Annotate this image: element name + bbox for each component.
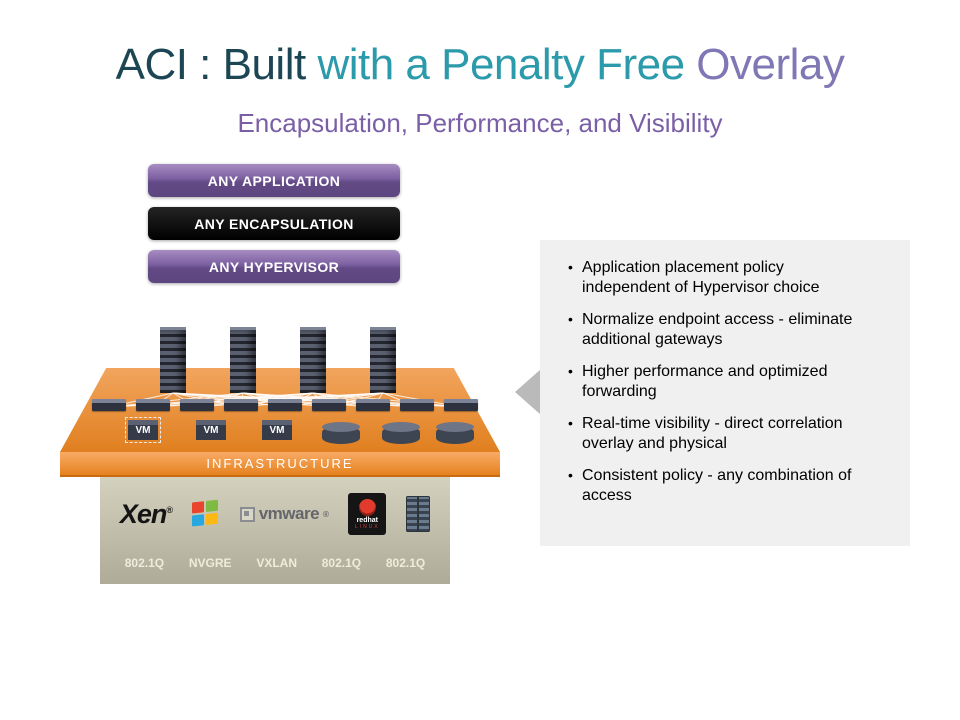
- list-item: Normalize endpoint access - eliminate ad…: [566, 310, 862, 351]
- protocol-label: VXLAN: [256, 556, 297, 570]
- page-title: ACI : Built with a Penalty Free Overlay: [0, 40, 960, 90]
- list-item: Application placement policy independent…: [566, 258, 862, 299]
- windows-logo: [191, 499, 220, 529]
- protocol-label: 802.1Q: [321, 556, 362, 570]
- protocol-label: 802.1Q: [124, 556, 165, 570]
- protocol-label: 802.1Q: [385, 556, 426, 570]
- leaf-switch-box: [224, 399, 258, 411]
- title-part-purple: Overlay: [696, 40, 845, 89]
- banner-any-application-label: ANY APPLICATION: [207, 172, 341, 189]
- leaf-switch-box: [92, 399, 126, 411]
- banner-any-application: ANY APPLICATION: [148, 164, 400, 197]
- storage-cylinder: [436, 422, 474, 444]
- storage-cylinder: [322, 422, 360, 444]
- leaf-switch-box: [444, 399, 478, 411]
- leaf-switch-box: [312, 399, 346, 411]
- xen-logo: Xen®: [119, 498, 173, 529]
- server-rack-tower: [160, 327, 186, 393]
- server-rack-tower: [370, 327, 396, 393]
- vm-box: VM: [125, 417, 161, 443]
- leaf-switch-box: [400, 399, 434, 411]
- benefits-list: Application placement policy independent…: [540, 240, 910, 536]
- banner-any-encapsulation-label: ANY ENCAPSULATION: [194, 215, 354, 232]
- list-item: Real-time visibility - direct correlatio…: [566, 414, 862, 455]
- server-rack-tower: [300, 327, 326, 393]
- vm-label: VM: [203, 424, 219, 436]
- benefits-panel: Application placement policy independent…: [540, 240, 910, 546]
- leaf-switch-box: [356, 399, 390, 411]
- vm-label: VM: [269, 424, 285, 436]
- infrastructure-label: INFRASTRUCTURE: [206, 456, 354, 471]
- title-part-teal: with a Penalty Free: [317, 40, 697, 89]
- vm-box: VM: [262, 420, 292, 440]
- leaf-switch-box: [180, 399, 214, 411]
- encapsulation-protocols-row: 802.1Q NVGRE VXLAN 802.1Q 802.1Q: [100, 556, 450, 570]
- infrastructure-band: INFRASTRUCTURE: [60, 452, 500, 477]
- banner-any-hypervisor: ANY HYPERVISOR: [148, 250, 400, 283]
- vm-box: VM: [196, 420, 226, 440]
- subtitle: Encapsulation, Performance, and Visibili…: [237, 108, 723, 138]
- server-rack-tower: [230, 327, 256, 393]
- mesh-lines-svg: [108, 392, 462, 408]
- registered-mark: ®: [323, 509, 329, 519]
- leaf-switch-box: [268, 399, 302, 411]
- list-item: Consistent policy - any combination of a…: [566, 466, 862, 507]
- protocol-label: NVGRE: [188, 556, 232, 570]
- title-part-dark: ACI : Built: [115, 40, 318, 89]
- list-item: Higher performance and optimized forward…: [566, 362, 862, 403]
- vm-label: VM: [135, 424, 151, 436]
- server-chassis-icon: [406, 496, 431, 532]
- leaf-switch-box: [136, 399, 170, 411]
- vmware-logo: vmware®: [239, 504, 329, 524]
- banner-any-encapsulation: ANY ENCAPSULATION: [148, 207, 400, 240]
- registered-mark: ®: [166, 504, 173, 515]
- storage-cylinder: [382, 422, 420, 444]
- redhat-hat-icon: [358, 498, 376, 516]
- vmware-box-icon: [239, 506, 255, 522]
- callout-pointer: [515, 369, 541, 415]
- banner-any-hypervisor-label: ANY HYPERVISOR: [208, 258, 340, 275]
